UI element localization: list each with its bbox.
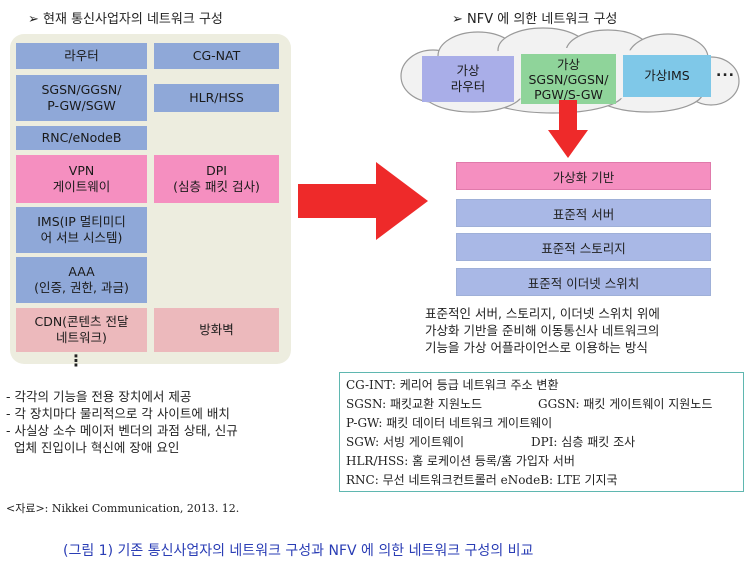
virtual-router-box: 가상 라우터 [422, 56, 514, 102]
legend-row: HLR/HSS: 홈 로케이션 등록/홈 가입자 서버 [346, 452, 737, 471]
bullet-item: 업체 진입이나 혁신에 장애 요인 [6, 440, 180, 455]
legend-row: RNC: 무선 네트워크컨트롤러 eNodeB: LTE 기지국 [346, 471, 737, 490]
transition-arrow-shape [298, 162, 428, 240]
legend-rnc: RNC: 무선 네트워크컨트롤러 eNodeB: LTE 기지국 [346, 473, 618, 487]
ims-label-line2: 어 서브 시스템) [40, 230, 123, 245]
source-note: <자료>: Nikkei Communication, 2013. 12. [6, 502, 240, 515]
standard-server-layer: 표준적 서버 [456, 199, 711, 227]
dpi-label-line1: DPI [206, 163, 227, 178]
virtualization-label: 가상화 기반 [552, 169, 615, 185]
vsgsn-label-line2: SGSN/GGSN/ [528, 71, 609, 87]
sgsn-box: SGSN/GGSN/ P-GW/SGW [16, 75, 147, 121]
nfv-description: 표준적인 서버, 스토리지, 이더넷 스위치 위에 가상화 기반을 준비해 이동… [425, 305, 660, 356]
bullet-item: - 각각의 기능을 전용 장치에서 제공 [6, 389, 192, 404]
left-section-title: ➢ 현재 통신사업자의 네트워크 구성 [28, 12, 223, 27]
hlr-box: HLR/HSS [154, 84, 279, 112]
figure-caption: (그림 1) 기존 통신사업자의 네트워크 구성과 NFV 에 의한 네트워크 … [63, 543, 534, 559]
vsgsn-label-line3: PGW/S-GW [534, 86, 603, 102]
firewall-box: 방화벽 [154, 308, 279, 352]
ims-label-line1: IMS(IP 멀티미디 [37, 214, 126, 229]
left-bullets: - 각각의 기능을 전용 장치에서 제공 - 각 장치마다 물리적으로 각 사이… [6, 388, 238, 456]
vpn-box: VPN 게이트웨이 [16, 155, 147, 203]
description-line: 가상화 기반을 준비해 이동통신사 네트워크의 [425, 323, 660, 338]
standard-storage-layer: 표준적 스토리지 [456, 233, 711, 261]
down-arrow-shape [548, 100, 588, 158]
virtual-ims-box: 가상IMS [623, 55, 711, 97]
aaa-box: AAA (인증, 권한, 과금) [16, 257, 147, 303]
aaa-label-line1: AAA [68, 264, 95, 279]
abbreviation-legend: CG-INT: 케리어 등급 네트워크 주소 변환 SGSN: 패킷교환 지원노… [339, 372, 744, 492]
legend-row: P-GW: 패킷 데이터 네트워크 게이트웨이 [346, 414, 737, 433]
rnc-label: RNC/eNodeB [41, 130, 122, 145]
cgnat-label: CG-NAT [192, 48, 241, 63]
vims-label: 가상IMS [644, 68, 690, 83]
description-line: 기능을 가상 어플라이언스로 이용하는 방식 [425, 340, 648, 355]
virtual-sgsn-box: 가상 SGSN/GGSN/ PGW/S-GW [521, 54, 616, 104]
legend-dpi: DPI: 심층 패킷 조사 [531, 435, 636, 449]
router-label: 라우터 [64, 48, 99, 63]
down-arrow-icon [548, 100, 588, 158]
server-label: 표준적 서버 [552, 206, 615, 222]
firewall-label: 방화벽 [199, 322, 234, 337]
rnc-box: RNC/eNodeB [16, 126, 147, 150]
legend-sgw: SGW: 서빙 게이트웨이 [346, 435, 465, 449]
cdn-box: CDN(콘텐츠 전달 네트워크) [16, 308, 147, 352]
legend-row: CG-INT: 케리어 등급 네트워크 주소 변환 [346, 376, 737, 395]
standard-switch-layer: 표준적 이더넷 스위치 [456, 268, 711, 296]
legend-sgsn: SGSN: 패킷교환 지원노드 [346, 397, 483, 411]
ims-box: IMS(IP 멀티미디 어 서브 시스템) [16, 207, 147, 253]
router-box: 라우터 [16, 43, 147, 69]
vrouter-label-line2: 라우터 [450, 79, 486, 94]
transition-arrow-icon [298, 162, 428, 240]
cloud-more-ellipsis: ... [716, 64, 735, 80]
sgsn-label-line2: P-GW/SGW [47, 98, 116, 113]
dpi-box: DPI (심층 패킷 검사) [154, 155, 279, 203]
dpi-label-line2: (심층 패킷 검사) [173, 179, 260, 194]
vsgsn-label-line1: 가상 [556, 56, 580, 72]
aaa-label-line2: (인증, 권한, 과금) [34, 280, 129, 295]
vpn-label-line1: VPN [68, 163, 95, 178]
sgsn-label-line1: SGSN/GGSN/ [41, 82, 122, 97]
legend-ggsn: GGSN: 패킷 게이트웨이 지원노드 [538, 397, 713, 411]
right-section-title: ➢ NFV 에 의한 네트워크 구성 [452, 12, 618, 27]
description-line: 표준적인 서버, 스토리지, 이더넷 스위치 위에 [425, 306, 660, 321]
cdn-label-line1: CDN(콘텐츠 전달 [34, 314, 129, 329]
bullet-item: - 각 장치마다 물리적으로 각 사이트에 배치 [6, 406, 230, 421]
cdn-label-line2: 네트워크) [56, 330, 107, 345]
legend-row: SGSN: 패킷교환 지원노드 GGSN: 패킷 게이트웨이 지원노드 [346, 395, 737, 414]
storage-label: 표준적 스토리지 [541, 240, 626, 256]
cgnat-box: CG-NAT [154, 43, 279, 69]
vpn-label-line2: 게이트웨이 [52, 179, 111, 194]
vrouter-label-line1: 가상 [456, 63, 480, 78]
virtualization-layer: 가상화 기반 [456, 162, 711, 190]
legend-pgw: P-GW: 패킷 데이터 네트워크 게이트웨이 [346, 416, 553, 430]
bullet-item: - 사실상 소수 메이저 벤더의 과점 상태, 신규 [6, 423, 238, 438]
legend-cgint: CG-INT: 케리어 등급 네트워크 주소 변환 [346, 378, 559, 392]
legend-hlr: HLR/HSS: 홈 로케이션 등록/홈 가입자 서버 [346, 454, 575, 468]
switch-label: 표준적 이더넷 스위치 [527, 275, 640, 291]
legend-row: SGW: 서빙 게이트웨이 DPI: 심층 패킷 조사 [346, 433, 737, 452]
more-functions-ellipsis: ⋮ [68, 351, 84, 370]
hlr-label: HLR/HSS [189, 90, 244, 105]
